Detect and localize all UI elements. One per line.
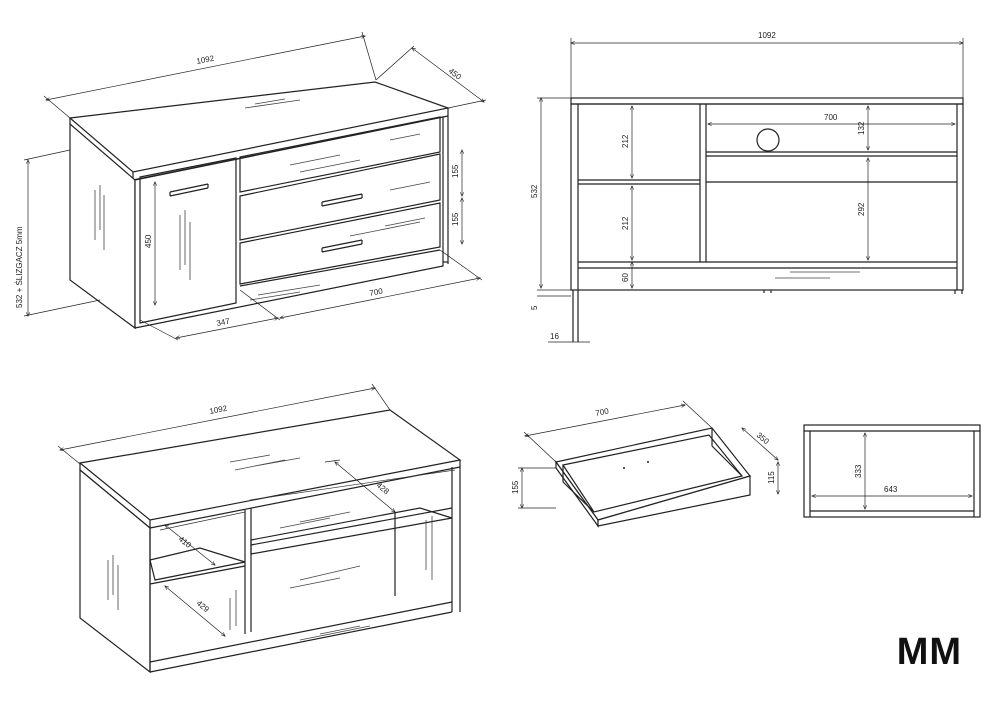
front-panel-label: 16 [550, 332, 559, 341]
iso-front-drawer-width-label: 700 [369, 286, 384, 297]
drawer-height-outer-label: 155 [511, 480, 520, 494]
iso-front-height-label: 532 + ŚLIZGACZ 5mm [15, 226, 24, 308]
front-compartment-top-label: 132 [857, 121, 866, 135]
iso-front-view: 1092 450 532 + ŚLIZGACZ 5mm 450 155 155 … [15, 31, 487, 341]
iso-front-door-width-label: 347 [216, 316, 231, 327]
iso-front-drawer2-label: 155 [451, 212, 460, 226]
iso-open-depth-left-bottom-label: 429 [195, 599, 211, 615]
brand-logo: MM [896, 631, 962, 673]
iso-front-door-height-label: 450 [144, 234, 153, 248]
drawer-view: 700 350 155 115 [511, 400, 778, 528]
drawer-depth-label: 350 [755, 431, 771, 447]
front-shelf-upper-label: 212 [621, 134, 630, 148]
front-height-label: 532 [530, 184, 539, 198]
front-glide-label: 5 [530, 305, 539, 310]
drawer-front-height-label: 333 [854, 464, 863, 478]
iso-front-depth-label: 450 [447, 66, 464, 82]
iso-open-view: 1092 428 410 429 [57, 383, 462, 674]
iso-open-width-label: 1092 [209, 404, 229, 416]
front-compartment-bottom-label: 292 [857, 202, 866, 216]
drawer-front-view: 333 643 [803, 424, 981, 518]
iso-open-depth-left-top-label: 410 [177, 534, 193, 550]
front-plinth-label: 60 [621, 273, 630, 282]
front-width-label: 1092 [758, 31, 776, 40]
drawer-height-inner-label: 115 [767, 471, 776, 484]
front-shelf-lower-label: 212 [621, 216, 630, 230]
drawer-width-label: 700 [595, 406, 610, 417]
iso-front-drawer1-label: 155 [451, 164, 460, 178]
front-compartment-width-label: 700 [824, 113, 838, 122]
front-elevation-view: 1092 532 5 16 212 212 60 700 132 292 [530, 31, 964, 343]
iso-front-width-label: 1092 [196, 54, 216, 66]
drawer-front-width-label: 643 [884, 485, 898, 494]
